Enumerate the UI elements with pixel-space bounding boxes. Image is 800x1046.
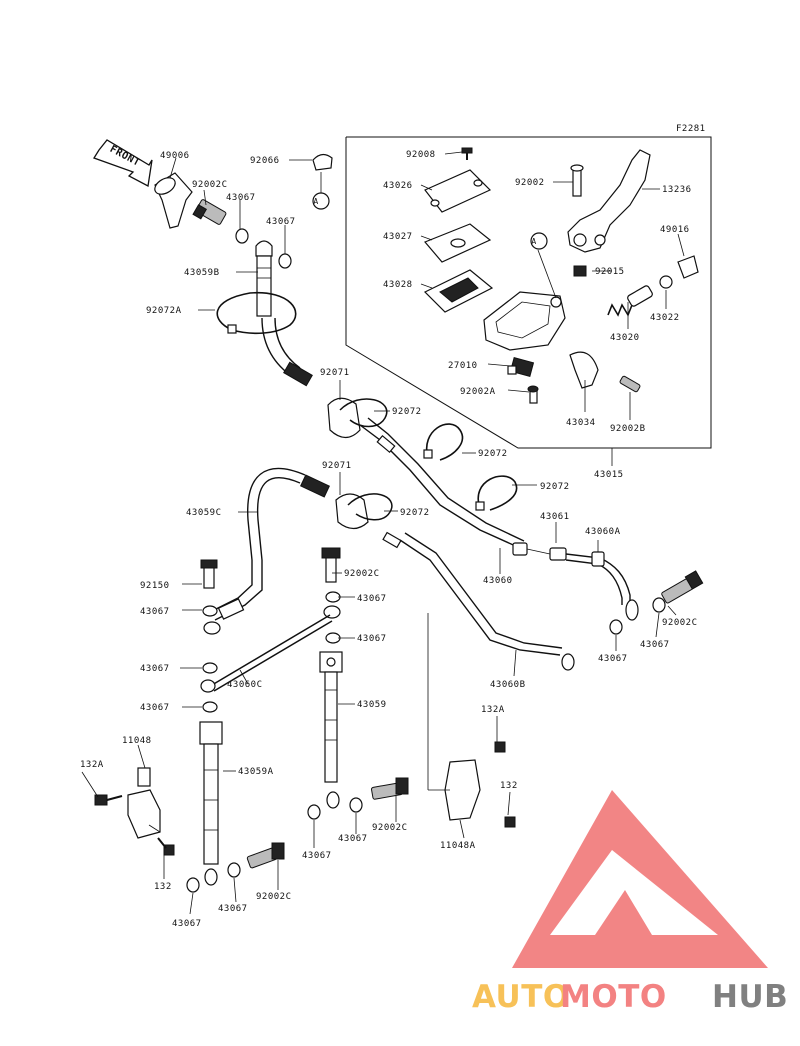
part-label: 11048A (440, 841, 476, 851)
part-label: 132A (481, 705, 505, 715)
part-label: 92002C (192, 180, 228, 190)
part-label: 43060A (585, 527, 621, 537)
part-label: 49006 (160, 151, 190, 161)
part-label: 132 (500, 781, 518, 791)
part-label: 132A (80, 760, 104, 770)
part-label: 43059A (238, 767, 274, 777)
part-label: 43022 (650, 313, 680, 323)
triangle-mark (512, 790, 768, 968)
figure-code: F2281 (676, 124, 706, 134)
part-label: 43067 (302, 851, 332, 861)
part-label: 92071 (320, 368, 350, 378)
part-label: 92002C (372, 823, 408, 833)
part-label: 43028 (383, 280, 413, 290)
part-label: 43067 (140, 607, 170, 617)
part-label: 43020 (610, 333, 640, 343)
part-label: 43067 (357, 594, 387, 604)
part-label: 92072 (400, 508, 430, 518)
part-label: 92150 (140, 581, 170, 591)
part-label: 43059C (186, 508, 222, 518)
part-label: 92002 (515, 178, 545, 188)
part-label: 92066 (250, 156, 280, 166)
part-label: 92071 (322, 461, 352, 471)
part-label: 43067 (140, 703, 170, 713)
part-label: 49016 (660, 225, 690, 235)
brand-hub: HUB (712, 979, 788, 1015)
part-label: 92072A (146, 306, 182, 316)
part-label: 43067 (140, 664, 170, 674)
part-label: 92002C (256, 892, 292, 902)
part-label: 92072 (392, 407, 422, 417)
part-label: 43067 (226, 193, 256, 203)
part-label: 43027 (383, 232, 413, 242)
part-label: 43067 (640, 640, 670, 650)
part-label: 132 (154, 882, 172, 892)
brand-auto: AUTO (472, 979, 570, 1015)
ref-marker-a: A (531, 237, 536, 246)
part-label: 43067 (338, 834, 368, 844)
assembly-43015-box (345, 136, 712, 449)
part-label: 92002C (344, 569, 380, 579)
part-label: 92002C (662, 618, 698, 628)
part-label: 43067 (598, 654, 628, 664)
part-label: 92008 (406, 150, 436, 160)
part-label: 43026 (383, 181, 413, 191)
part-label: 43067 (172, 919, 202, 929)
part-label: 92002B (610, 424, 646, 434)
part-label: 43059B (184, 268, 220, 278)
part-label: 92015 (595, 267, 625, 277)
part-label: 43059 (357, 700, 387, 710)
part-label: 27010 (448, 361, 478, 371)
part-label: 13236 (662, 185, 692, 195)
part-label: 43067 (266, 217, 296, 227)
part-label: 43060B (490, 680, 526, 690)
leader-lines (81, 151, 685, 915)
part-drawings (94, 147, 704, 893)
part-label: 43067 (357, 634, 387, 644)
part-label: 11048 (122, 736, 152, 746)
part-label: 43061 (540, 512, 570, 522)
part-label: 92072 (540, 482, 570, 492)
part-label: 43034 (566, 418, 596, 428)
part-labels: 49006 92066 A A 92002C 43067 43067 43059… (80, 150, 698, 929)
watermark-logo: AUTO MOTO HUB (472, 790, 788, 1015)
part-label: 92002A (460, 387, 496, 397)
brand-moto: MOTO (560, 979, 667, 1015)
ref-marker-a: A (313, 197, 318, 206)
front-arrow: FRONT (93, 139, 153, 187)
part-label: 43067 (218, 904, 248, 914)
part-label: 92072 (478, 449, 508, 459)
part-label: 43060 (483, 576, 513, 586)
part-label: 43060C (227, 680, 263, 690)
part-label: 43015 (594, 470, 624, 480)
